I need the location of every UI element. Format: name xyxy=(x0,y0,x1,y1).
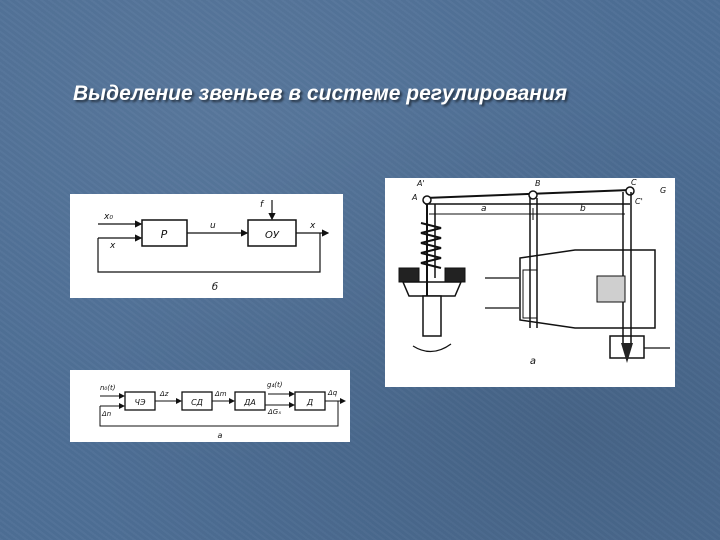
dim-label-b: b xyxy=(580,204,586,214)
valve-housing xyxy=(519,249,656,329)
diagram-a-caption: а xyxy=(530,356,536,367)
needle-tip xyxy=(621,343,633,363)
rotation-arrow xyxy=(412,343,452,353)
output-dq-label: Δq xyxy=(327,389,338,397)
joint-c xyxy=(625,186,635,196)
signal-dz-label: Δz xyxy=(159,390,169,398)
slide-title: Выделение звеньев в системе регулировани… xyxy=(73,82,568,105)
governor-base xyxy=(422,295,442,337)
block-diagram-chain: ЧЭ СД ДА Д n₀(t) Δn Δz Δm g₄(t) ΔGₓ Δq а xyxy=(70,370,350,442)
block-d-label: Д xyxy=(306,398,313,407)
regulator-label: Р xyxy=(161,228,168,241)
signal-dg-label: ΔGₓ xyxy=(267,408,281,416)
chain-feedback-loop xyxy=(99,401,339,427)
block-sd-label: СД xyxy=(191,398,203,407)
input-n0-label: n₀(t) xyxy=(100,384,116,392)
signal-u-label: u xyxy=(210,221,216,231)
flyweight-left xyxy=(398,267,420,283)
valve-stack-left xyxy=(522,269,538,319)
lever-top xyxy=(424,189,631,199)
label-b: B xyxy=(535,179,541,188)
flyweight-right xyxy=(444,267,466,283)
signal-dm-label: Δm xyxy=(214,390,227,398)
governor-schematic-svg: a b A' A B C C' G xyxy=(398,178,670,367)
block-da xyxy=(234,391,266,411)
joint-b xyxy=(528,190,538,200)
label-a: A xyxy=(411,193,417,202)
governor-cross xyxy=(401,281,463,297)
disturbance-f-label: f xyxy=(260,200,265,210)
input-g-label: g₄(t) xyxy=(267,381,283,389)
feedback-loop xyxy=(97,233,321,273)
valve-stack-right xyxy=(596,275,626,303)
label-g: G xyxy=(660,186,666,195)
diagram-c-caption: а xyxy=(218,431,223,440)
block-diagram-b: Р ОУ x₀ x u f x б xyxy=(70,194,343,298)
governor-spring xyxy=(420,222,442,269)
label-a-prime: A' xyxy=(416,179,425,188)
joint-a xyxy=(422,195,432,205)
object-label: ОУ xyxy=(265,230,280,241)
governor-schematic: a b A' A B C C' G xyxy=(385,178,675,387)
block-diagram-chain-svg: ЧЭ СД ДА Д n₀(t) Δn Δz Δm g₄(t) ΔGₓ Δq а xyxy=(99,381,346,440)
dim-label-a: a xyxy=(481,204,487,214)
feedback-dn-label: Δn xyxy=(101,410,111,418)
diagram-b-caption: б xyxy=(212,281,218,293)
label-c-prime: C' xyxy=(635,197,643,206)
block-da-label: ДА xyxy=(243,398,256,407)
label-c: C xyxy=(631,178,637,187)
block-cb-label: ЧЭ xyxy=(134,398,145,407)
feedback-input-label: x xyxy=(109,241,116,251)
input-x0-label: x₀ xyxy=(103,212,113,222)
output-x-label: x xyxy=(309,221,316,231)
block-diagram-b-svg: Р ОУ x₀ x u f x б xyxy=(97,200,330,293)
